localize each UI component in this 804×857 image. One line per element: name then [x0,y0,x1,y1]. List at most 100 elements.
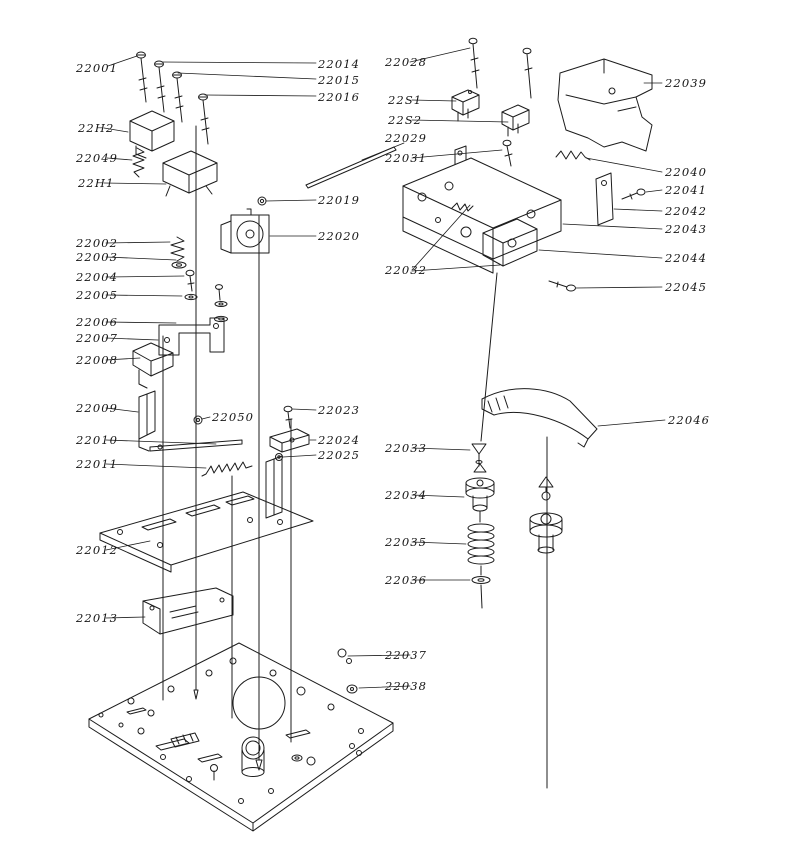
part-washer-stack [214,284,228,323]
leader-line [105,463,207,469]
part-label-22033: 22033 [385,441,428,455]
part-label-22031: 22031 [385,151,428,165]
part-screw-22004 [185,269,195,292]
part-strip-22042 [595,172,614,226]
part-label-22014: 22014 [318,57,361,71]
part-cover-22039 [557,58,653,152]
leader-line [282,454,317,458]
part-label-22046: 22046 [668,413,711,427]
part-bracket-22008 [132,342,174,389]
part-label-22016: 22016 [318,90,361,104]
leader-line [411,447,471,451]
part-switch-22S2 [501,104,530,137]
part-label-22032: 22032 [385,263,428,277]
leader-line [575,286,663,289]
leader-line [105,256,177,261]
part-label-22013: 22013 [76,611,119,625]
part-screw-22016 [198,93,210,145]
part-label-22S2: 22S2 [388,113,423,127]
part-washer-22003 [171,261,187,269]
part-label-22009: 22009 [76,401,119,415]
leader-line [105,357,141,361]
part-spring-22035 [467,523,495,565]
part-rod-22029 [305,146,397,189]
part-label-22004: 22004 [76,270,119,284]
leader-line [585,157,663,173]
leader-line [105,439,217,445]
part-solenoid-22020 [220,208,270,254]
leader-line [411,149,503,159]
part-label-22H2: 22H2 [78,121,115,135]
part-label-22039: 22039 [665,76,708,90]
leader-line [597,419,666,427]
part-label-22007: 22007 [76,331,119,345]
part-spring-22002 [170,236,185,262]
part-pulley-22034 [465,463,495,512]
part-label-22037: 22037 [385,648,428,662]
part-plate-22012 [99,491,314,573]
leader-line [411,264,501,272]
part-label-22023: 22023 [318,403,361,417]
leader-line [358,685,411,689]
part-ring-22038 [346,684,358,694]
part-label-22034: 22034 [385,488,428,502]
leader-line [409,47,471,63]
leader-line [347,654,411,657]
part-label-22008: 22008 [76,353,119,367]
part-label-22041: 22041 [665,183,708,197]
leader-line [105,294,183,297]
part-bracket-22009 [138,390,156,452]
part-label-22024: 22024 [318,433,361,447]
leader-line [105,241,171,244]
part-label-22S1: 22S1 [388,93,423,107]
part-screw-22028 [468,37,480,89]
part-screw-22045 [548,280,576,292]
part-label-22050: 22050 [212,410,255,424]
part-label-22029: 22029 [385,131,428,145]
part-screw-22001 [136,51,148,103]
part-label-22043: 22043 [665,222,708,236]
part-label-22015: 22015 [318,73,361,87]
leader-line [613,208,663,212]
part-bracket-22H1 [162,150,218,197]
part-bracket-22032 [402,145,562,274]
part-spring-22040 [555,150,591,161]
part-bracket-22013 [142,587,234,635]
part-channel-bracket [265,455,283,519]
part-label-22006: 22006 [76,315,119,329]
leader-line [291,408,317,411]
part-nut-22019 [257,196,267,206]
leader-line [106,157,133,161]
part-screw-22014 [154,60,166,113]
leader-line [645,189,663,193]
leader-line [538,249,663,259]
leader-line [411,494,465,498]
part-label-22003: 22003 [76,250,119,264]
part-label-22010: 22010 [76,433,119,447]
part-label-22011: 22011 [76,457,119,471]
part-pulley-right [529,476,563,554]
leader-line [562,223,663,230]
part-cone-22033 [471,443,487,464]
part-label-22H1: 22H1 [78,176,115,190]
leader-line [204,94,317,97]
leader-line [105,337,159,341]
part-screw-22031 [502,139,513,167]
part-nut-22050 [193,415,203,425]
part-lever-22010 [149,439,243,452]
leader-line [411,119,509,123]
part-spring-22011 [201,461,253,477]
part-screw-22015 [172,71,184,123]
part-label-22001: 22001 [76,61,119,75]
part-label-22036: 22036 [385,573,428,587]
part-label-22012: 22012 [76,543,119,557]
leader-line [177,72,317,80]
part-bracket-22024 [269,428,310,453]
leader-line [103,127,129,133]
part-label-22020: 22020 [318,229,361,243]
leader-lines [103,47,666,689]
part-label-22049: 22049 [76,151,119,165]
part-label-22042: 22042 [665,204,708,218]
leader-line [103,182,167,185]
